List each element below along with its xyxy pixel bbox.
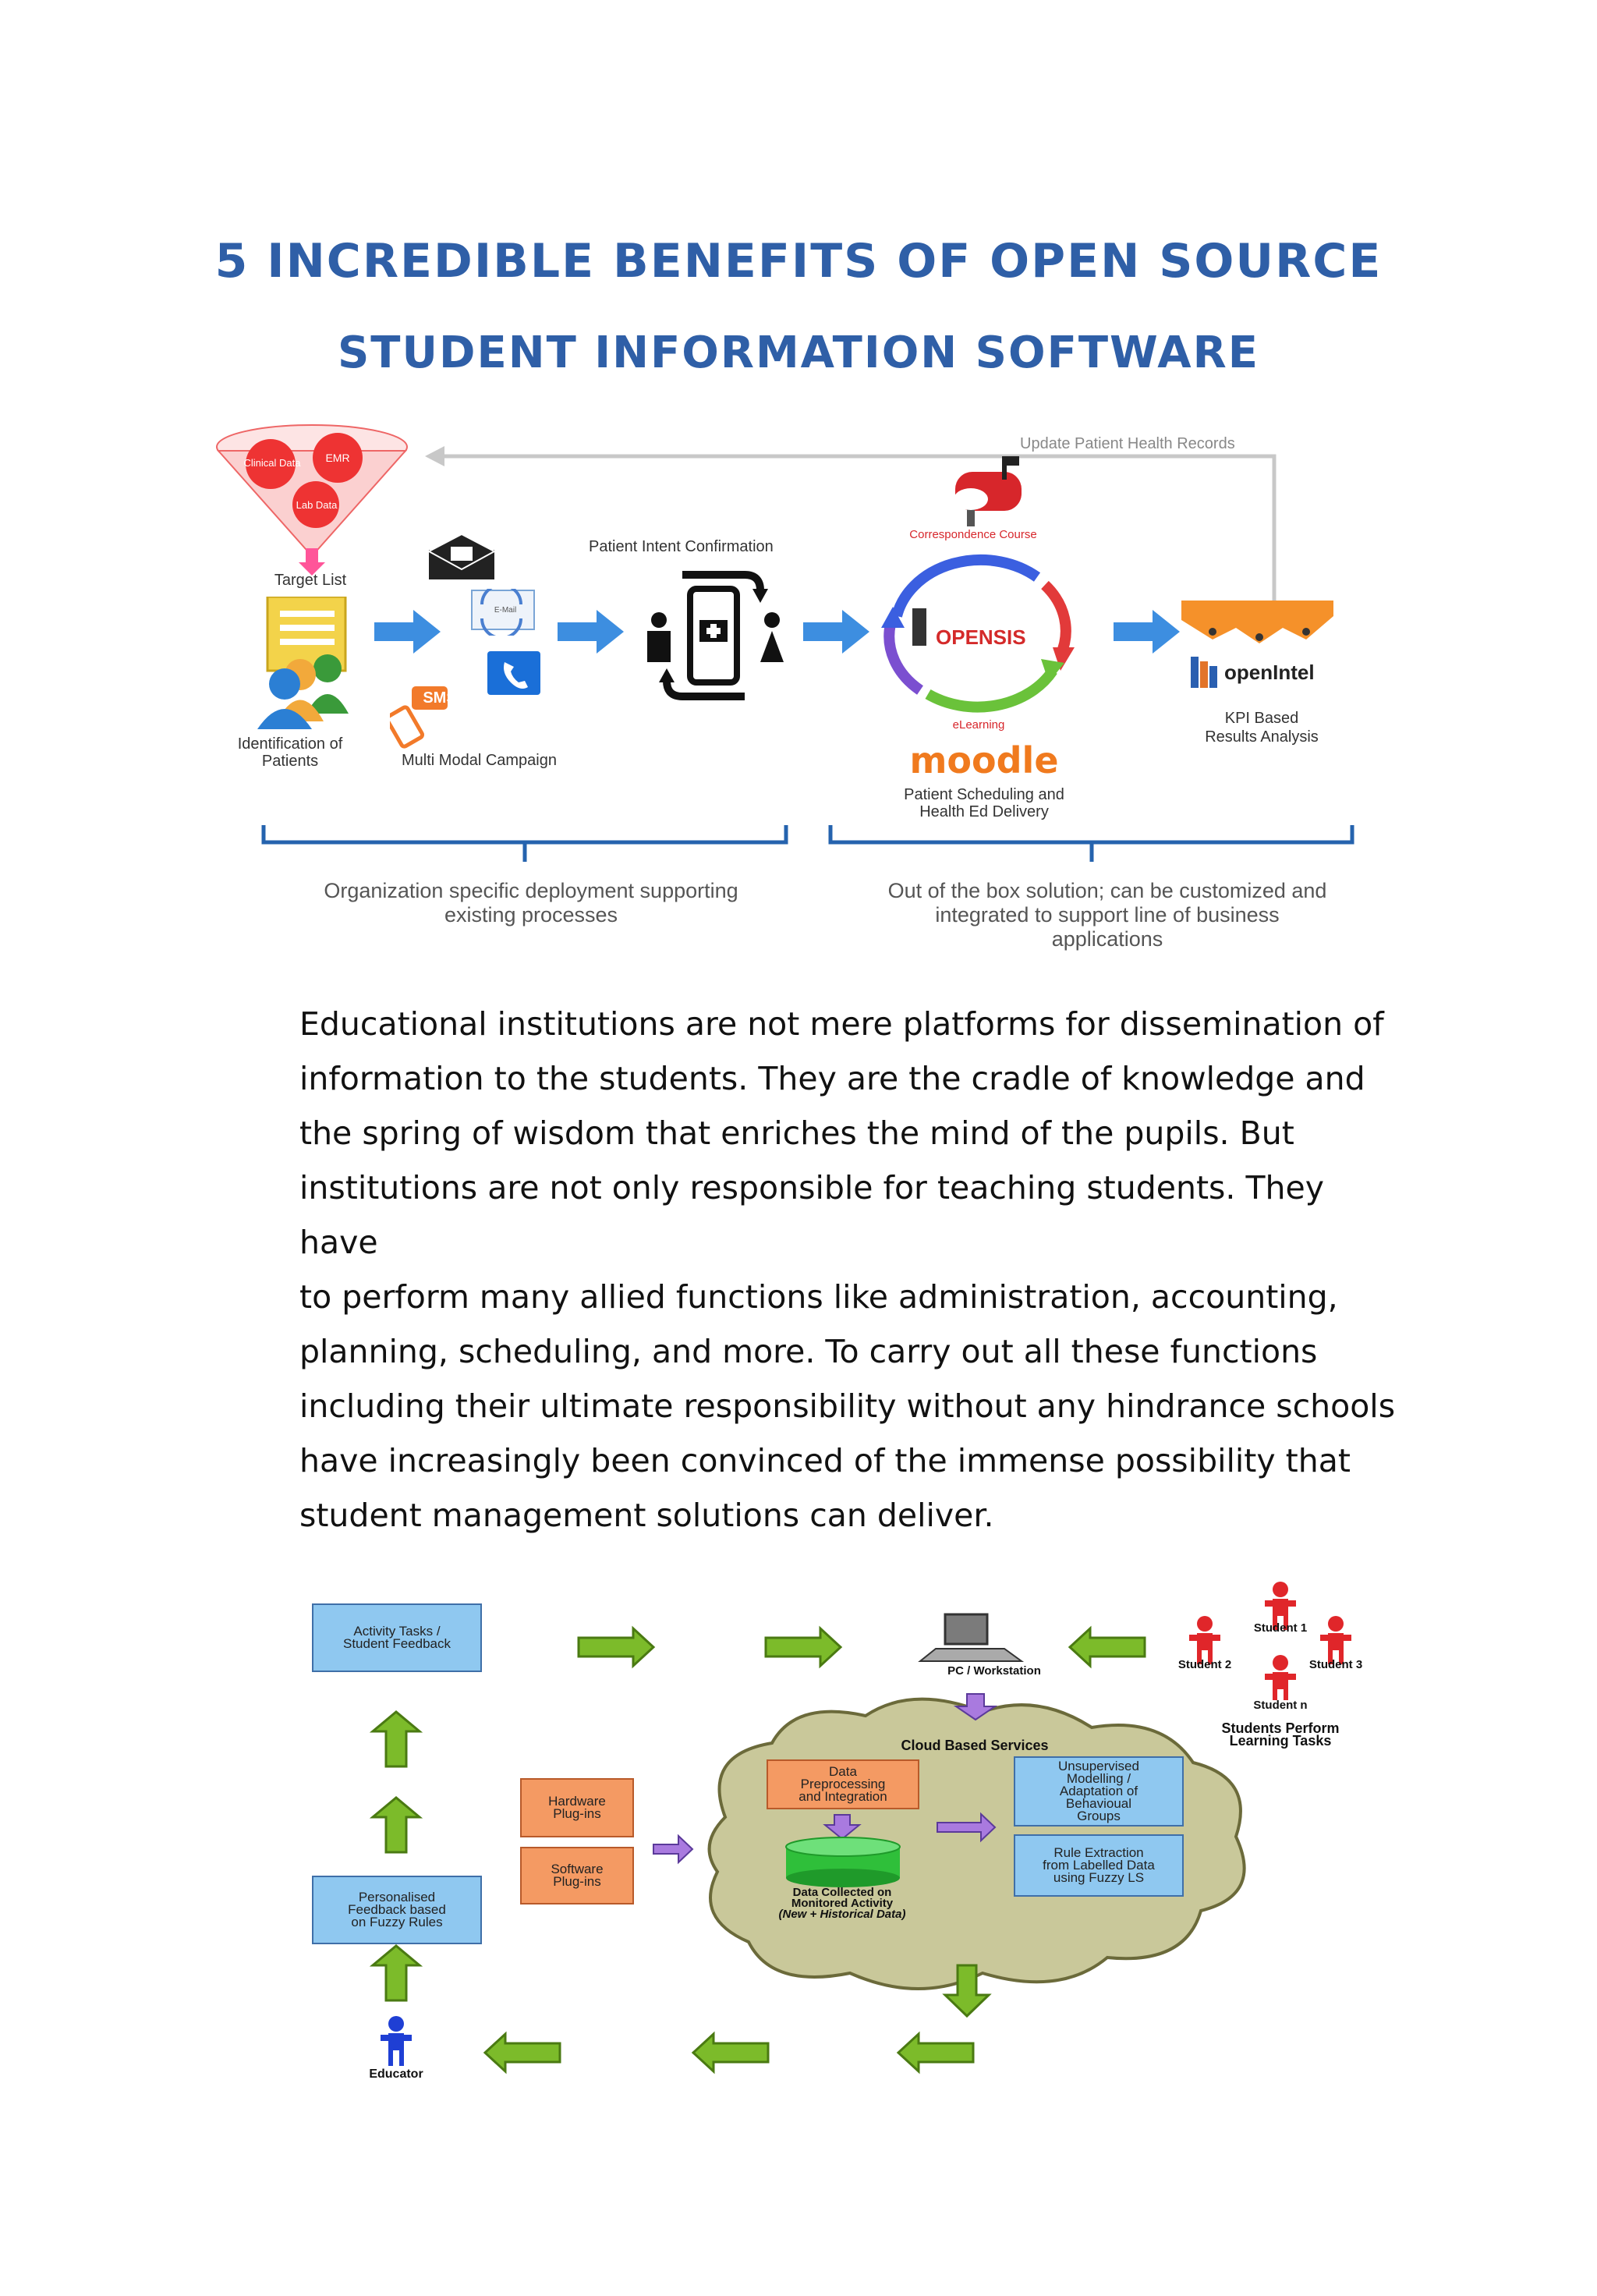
- student-1-label: Student 1: [1253, 1621, 1308, 1635]
- email-label: E-Mail: [494, 606, 517, 615]
- phone-icon: [487, 651, 540, 695]
- student-2-label: Student 2: [1177, 1658, 1232, 1671]
- paragraph-line: student management solutions can deliver…: [299, 1497, 994, 1534]
- educator-label: Educator: [369, 2067, 423, 2081]
- left-brace-caption: Organization specific deployment support…: [324, 879, 738, 927]
- sms-icon: [390, 686, 448, 749]
- mailbox-icon: [954, 456, 1022, 526]
- funnel-item-lab: Lab Data: [296, 499, 338, 511]
- envelope-icon: [427, 534, 497, 579]
- flow-arrow-1: [374, 610, 441, 654]
- opensis-cycle-icon: [881, 554, 1075, 713]
- sms-label: SMS: [423, 689, 457, 707]
- pc-workstation-label: PC / Workstation: [947, 1664, 1041, 1678]
- flow-arrow-3: [803, 610, 869, 654]
- update-records-label: Update Patient Health Records: [1020, 435, 1235, 452]
- paragraph-line: Educational institutions are not mere pl…: [299, 1005, 1384, 1043]
- opensis-logo: OPENSIS: [936, 625, 1026, 649]
- student-3-label: Student 3: [1308, 1658, 1363, 1671]
- paragraph-line: have increasingly been convinced of the …: [299, 1442, 1351, 1479]
- openintel-logo-text: openIntel: [1224, 661, 1315, 684]
- paragraph-line: to perform many allied functions like ad…: [299, 1278, 1338, 1316]
- cloud-services-label: Cloud Based Services: [901, 1738, 1049, 1753]
- diagram2-graphics: [369, 1582, 1351, 2075]
- multi-modal-label: Multi Modal Campaign: [402, 752, 557, 769]
- intent-label: Patient Intent Confirmation: [589, 538, 774, 555]
- email-icon: [471, 589, 535, 636]
- openintel-banner: [1181, 601, 1333, 643]
- intent-confirmation-icon: [647, 571, 784, 700]
- body-paragraph: Educational institutions are not mere pl…: [299, 997, 1407, 1543]
- flow-arrow-2: [558, 610, 624, 654]
- paragraph-line: information to the students. They are th…: [299, 1060, 1365, 1097]
- funnel-item-emr: EMR: [325, 452, 350, 464]
- target-list-label: Target List: [274, 572, 347, 589]
- paragraph-line: the spring of wisdom that enriches the m…: [299, 1114, 1294, 1152]
- paragraph-line: institutions are not only responsible fo…: [299, 1169, 1325, 1261]
- student-n-label: Student n: [1253, 1699, 1308, 1712]
- moodle-logo: moodle: [909, 739, 1059, 781]
- funnel-item-clinical: Clinical Data: [243, 457, 301, 469]
- page-title-line-2: STUDENT INFORMATION SOFTWARE: [337, 328, 1260, 378]
- flow-arrow-4: [1114, 610, 1180, 654]
- grouping-braces: [261, 825, 1354, 862]
- page-title-line-1: 5 INCREDIBLE BENEFITS OF OPEN SOURCE: [214, 234, 1383, 289]
- activity-tasks-box: Activity Tasks /Student Feedback: [312, 1603, 482, 1672]
- paragraph-line: including their ultimate responsibility …: [299, 1387, 1396, 1425]
- openintel-logo-icon: [1191, 657, 1217, 688]
- target-list-people-icon: [257, 597, 349, 729]
- correspondence-label: Correspondence Course: [909, 528, 1037, 541]
- elearning-label: eLearning: [952, 718, 1005, 732]
- funnel-icon: [216, 424, 408, 576]
- paragraph-line: planning, scheduling, and more. To carry…: [299, 1333, 1318, 1370]
- feedback-arrow-line: [425, 446, 1277, 601]
- right-brace-caption: Out of the box solution; can be customiz…: [887, 879, 1327, 951]
